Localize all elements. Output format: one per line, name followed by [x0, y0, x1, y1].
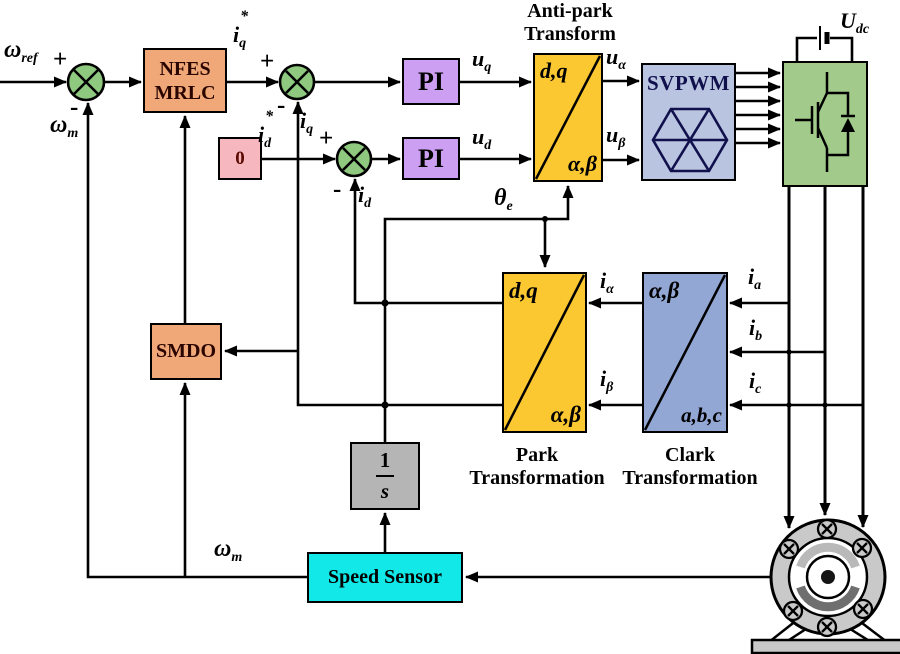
mrlc-label: MRLC: [154, 81, 216, 104]
speed-sensor-label: Speed Sensor: [328, 566, 442, 588]
anti-park-heading-line1: Anti-park: [527, 0, 613, 22]
park-caption: Park Transformation: [447, 444, 627, 490]
park-caption-line1: Park: [515, 444, 559, 466]
minus-sign-junction-iq: -: [277, 92, 286, 119]
nfes-mrlc-block: NFES MRLC: [143, 48, 227, 113]
label-iq-reference: i*q: [233, 8, 249, 51]
smdo-block: SMDO: [150, 323, 222, 380]
park-ab-label: α,β: [550, 402, 581, 427]
pi-d-label: PI: [418, 143, 444, 173]
clark-caption-line1: Clark: [665, 444, 715, 466]
anti-park-heading: Anti-park Transform: [500, 0, 640, 46]
nfes-label: NFES: [159, 57, 211, 80]
plus-sign-junction-speed: +: [53, 46, 68, 73]
clark-caption-line2: Transformation: [622, 467, 758, 489]
clark-caption: Clark Transformation: [600, 444, 780, 490]
anti-park-transform-block: d,q α,β: [533, 53, 603, 182]
zero-label: 0: [235, 147, 245, 169]
integrator-numerator: 1: [379, 448, 391, 472]
clark-ab-label: α,β: [649, 278, 680, 303]
integrator-block: 1 s: [350, 442, 420, 510]
anti-park-dq-label: d,q: [540, 58, 568, 83]
plus-sign-junction-id: +: [319, 125, 334, 152]
smdo-label: SMDO: [156, 340, 216, 362]
pi-q-label: PI: [418, 66, 444, 96]
park-caption-line2: Transformation: [469, 467, 605, 489]
plus-sign-junction-iq: +: [260, 48, 275, 75]
clark-transform-block: α,β a,b,c: [642, 272, 728, 433]
inverter-block: [782, 61, 868, 187]
pi-controller-d-block: PI: [402, 137, 460, 180]
park-transform-block: d,q α,β: [502, 272, 587, 433]
label-id-reference: i*d: [258, 108, 274, 151]
speed-sensor-block: Speed Sensor: [307, 552, 463, 603]
anti-park-ab-label: α,β: [568, 151, 597, 176]
integrator-denominator: s: [380, 479, 390, 503]
svpwm-label: SVPWM: [647, 71, 730, 95]
minus-sign-junction-speed: -: [70, 94, 79, 121]
zero-reference-block: 0: [218, 137, 262, 180]
fraction-bar: [376, 475, 394, 477]
park-dq-label: d,q: [509, 278, 538, 303]
svpwm-block: SVPWM: [641, 63, 736, 181]
clark-abc-label: a,b,c: [681, 403, 722, 427]
anti-park-heading-line2: Transform: [524, 23, 616, 45]
minus-sign-junction-id: -: [333, 176, 342, 203]
pi-controller-q-block: PI: [402, 58, 460, 105]
